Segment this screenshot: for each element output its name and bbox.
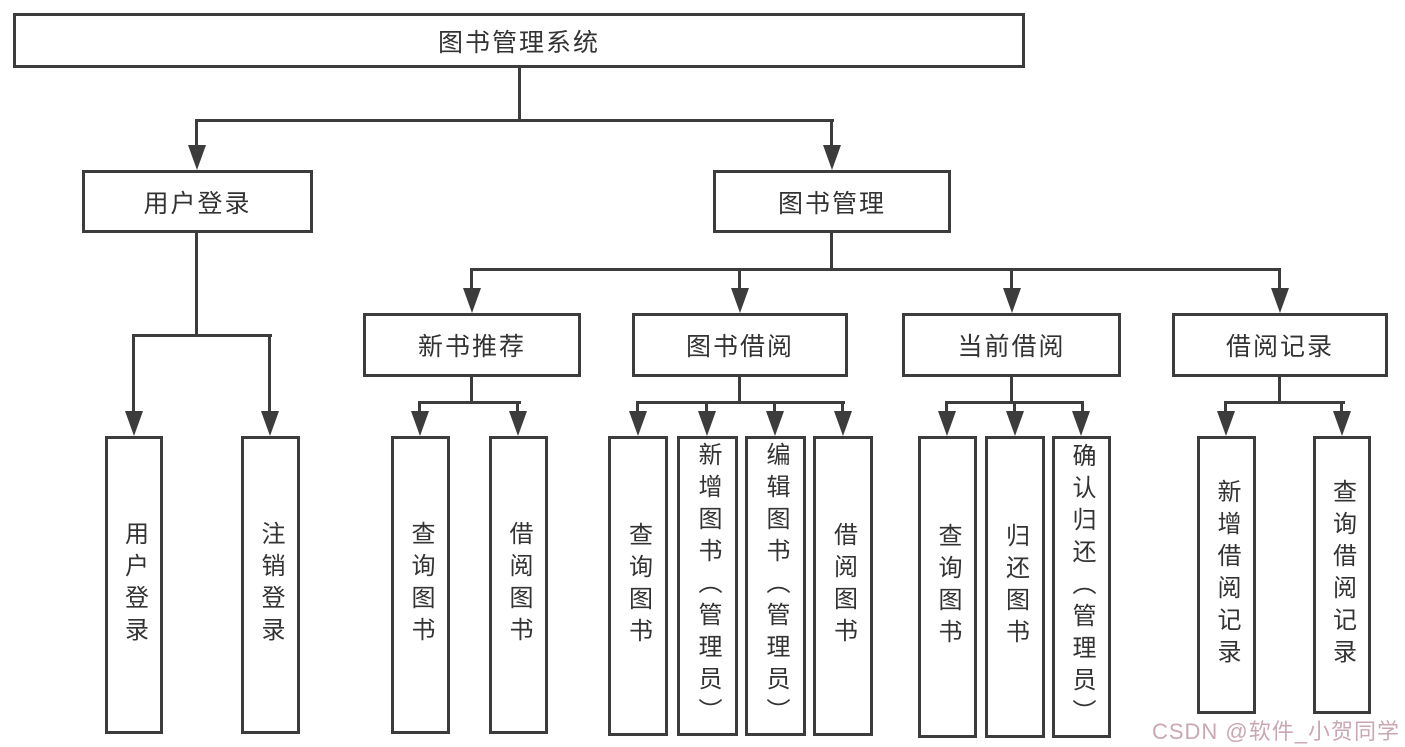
connector-group-d-stem xyxy=(1010,377,1013,404)
node-label: 归还图书 xyxy=(1001,523,1029,651)
arrowhead-d1 xyxy=(938,411,956,436)
connector-group-b-stem xyxy=(470,377,473,404)
leaf-query-book-recommend: 查询图书 xyxy=(391,436,450,734)
arrowhead-c1 xyxy=(629,411,647,436)
connector-group-c-span xyxy=(636,401,845,404)
connector-drop-c1 xyxy=(636,401,639,413)
connector-user-login-span xyxy=(132,334,272,337)
node-label: 借阅图书 xyxy=(829,522,857,650)
leaf-add-borrow-record: 新增借阅记录 xyxy=(1197,436,1256,714)
arrowhead-current-borrow xyxy=(1003,288,1021,313)
node-book-borrow: 图书借阅 xyxy=(632,313,848,377)
connector-root-stem xyxy=(518,68,521,121)
node-label: 查询图书 xyxy=(407,521,434,649)
arrowhead-e2 xyxy=(1333,411,1351,436)
node-label: 图书管理 xyxy=(777,189,886,218)
connector-drop-c2 xyxy=(705,401,708,413)
connector-group-b-span xyxy=(418,401,521,404)
arrowhead-b2 xyxy=(509,411,527,436)
connector-book-mgmt-stem xyxy=(830,233,833,271)
node-label: 新增借阅记录 xyxy=(1213,479,1240,671)
node-current-borrow: 当前借阅 xyxy=(902,313,1121,377)
connector-drop-logout xyxy=(268,334,271,414)
node-label: 借阅图书 xyxy=(505,521,532,649)
node-label: 查询图书 xyxy=(934,523,961,651)
leaf-user-login: 用户登录 xyxy=(105,436,163,734)
node-label: 编辑图书（管理员） xyxy=(762,442,789,730)
arrowhead-book-borrow xyxy=(731,288,749,313)
node-label: 新增图书（管理员） xyxy=(694,442,721,730)
connector-root-span xyxy=(196,119,834,122)
leaf-borrow-book: 借阅图书 xyxy=(813,436,873,736)
leaf-borrow-book-recommend: 借阅图书 xyxy=(489,436,548,734)
arrowhead-logout xyxy=(261,411,279,436)
connector-drop-book-mgmt xyxy=(830,119,833,149)
connector-drop-d2 xyxy=(1013,401,1016,413)
arrowhead-book-mgmt xyxy=(823,145,841,170)
node-label: 当前借阅 xyxy=(957,333,1066,361)
arrowhead-login xyxy=(125,411,143,436)
leaf-add-book-admin: 新增图书（管理员） xyxy=(677,436,738,736)
node-label: 借阅记录 xyxy=(1225,333,1334,361)
connector-group-c-stem xyxy=(738,377,741,404)
connector-drop-user-login xyxy=(195,119,198,149)
leaf-return-book: 归还图书 xyxy=(985,436,1045,738)
leaf-query-book-current: 查询图书 xyxy=(918,436,977,738)
connector-drop-new-book xyxy=(470,268,473,292)
connector-drop-b1 xyxy=(418,401,421,413)
arrowhead-c4 xyxy=(834,411,852,436)
leaf-query-borrow-record: 查询借阅记录 xyxy=(1313,436,1371,714)
node-label: 确认归还（管理员） xyxy=(1068,443,1095,731)
node-library-system: 图书管理系统 xyxy=(13,13,1025,68)
node-label: 查询图书 xyxy=(624,522,652,650)
node-label: 图书借阅 xyxy=(685,333,794,361)
connector-drop-book-borrow xyxy=(738,268,741,292)
node-book-management: 图书管理 xyxy=(713,170,951,233)
connector-drop-e1 xyxy=(1224,401,1227,413)
connector-drop-login xyxy=(132,334,135,414)
arrowhead-b1 xyxy=(411,411,429,436)
node-label: 注销登录 xyxy=(257,521,284,649)
connector-drop-c4 xyxy=(841,401,844,413)
connector-group-e-span xyxy=(1224,401,1345,404)
arrowhead-d2 xyxy=(1006,411,1024,436)
connector-drop-c3 xyxy=(773,401,776,413)
node-borrow-record: 借阅记录 xyxy=(1172,313,1388,377)
arrowhead-c3 xyxy=(766,411,784,436)
connector-drop-b2 xyxy=(516,401,519,413)
leaf-logout: 注销登录 xyxy=(241,436,300,734)
leaf-query-book-borrow: 查询图书 xyxy=(608,436,668,736)
arrowhead-e1 xyxy=(1217,411,1235,436)
node-user-login: 用户登录 xyxy=(82,170,313,233)
connector-drop-borrow-record xyxy=(1278,268,1281,292)
arrowhead-borrow-record xyxy=(1271,288,1289,313)
leaf-edit-book-admin: 编辑图书（管理员） xyxy=(745,436,806,736)
arrowhead-c2 xyxy=(698,411,716,436)
arrowhead-user-login xyxy=(188,145,206,170)
arrowhead-new-book xyxy=(463,288,481,313)
csdn-watermark: CSDN @软件_小贺同学 xyxy=(1151,719,1400,744)
node-label: 新书推荐 xyxy=(417,333,526,361)
connector-drop-d1 xyxy=(945,401,948,413)
connector-user-login-stem xyxy=(195,233,198,336)
node-label: 查询借阅记录 xyxy=(1328,479,1356,671)
arrowhead-d3 xyxy=(1072,411,1090,436)
connector-drop-current-borrow xyxy=(1010,268,1013,292)
node-label: 图书管理系统 xyxy=(437,28,600,57)
connector-drop-e2 xyxy=(1340,401,1343,413)
leaf-confirm-return-admin: 确认归还（管理员） xyxy=(1052,436,1111,738)
connector-group-e-stem xyxy=(1278,377,1281,404)
connector-book-mgmt-span xyxy=(470,268,1281,271)
node-label: 用户登录 xyxy=(120,521,148,649)
node-new-book-recommend: 新书推荐 xyxy=(363,313,581,377)
node-label: 用户登录 xyxy=(143,189,252,218)
connector-drop-d3 xyxy=(1081,401,1084,413)
